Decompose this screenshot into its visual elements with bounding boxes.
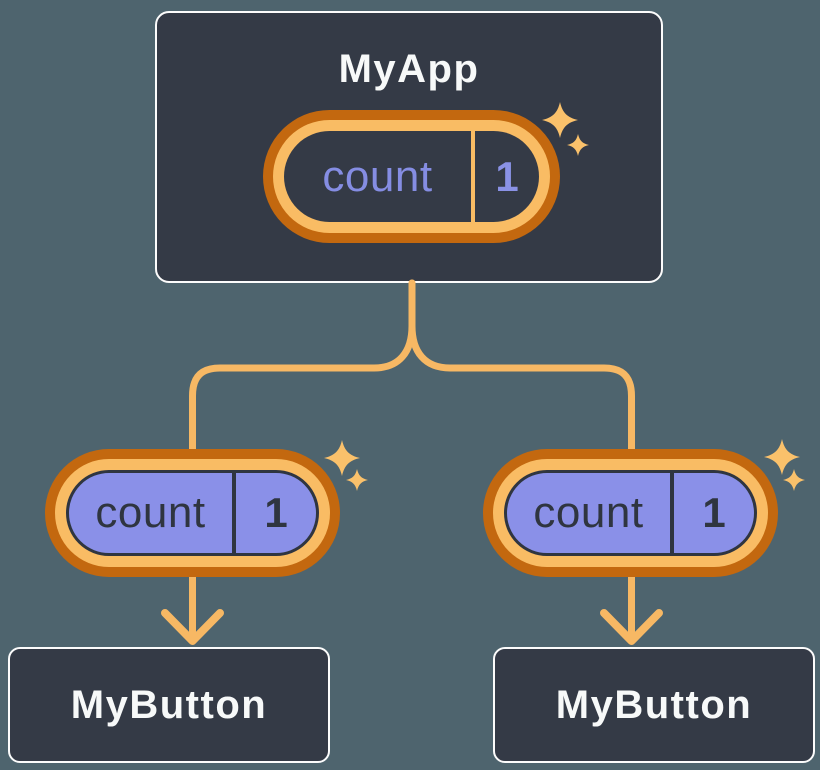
node-mybutton-right-title: MyButton xyxy=(555,682,753,727)
state-pill-divider xyxy=(670,473,674,553)
state-pill-left-core: count 1 xyxy=(66,470,319,556)
node-mybutton-right: MyButton xyxy=(493,647,815,763)
sparkle-icon xyxy=(324,440,360,476)
state-pill-myapp: count 1 xyxy=(263,110,560,243)
state-value: 1 xyxy=(264,489,288,536)
node-myapp-title: MyApp xyxy=(338,46,480,91)
state-pill-right-core: count 1 xyxy=(504,470,757,556)
state-pill-divider xyxy=(471,131,475,222)
state-pill-myapp-ring: count 1 xyxy=(273,120,550,233)
state-pill-myapp-core: count 1 xyxy=(284,131,539,222)
state-label-cell: count xyxy=(284,131,471,222)
state-label: count xyxy=(322,151,433,201)
arrowhead-right-icon xyxy=(600,609,663,645)
state-value-cell: 1 xyxy=(475,131,539,222)
node-mybutton-left-title: MyButton xyxy=(70,682,268,727)
arrowhead-left-icon xyxy=(161,609,224,645)
state-label: count xyxy=(533,488,644,537)
state-label-cell: count xyxy=(507,473,670,553)
node-myapp-title-area: MyApp xyxy=(157,13,661,115)
sparkle-icon xyxy=(346,469,368,491)
state-pill-mybutton-left: count 1 xyxy=(45,449,340,577)
sparkle-icon xyxy=(764,439,800,475)
state-label: count xyxy=(95,488,206,537)
state-value-cell: 1 xyxy=(236,473,316,553)
node-mybutton-left: MyButton xyxy=(8,647,330,763)
state-pill-right-ring: count 1 xyxy=(493,459,768,567)
state-pill-left-ring: count 1 xyxy=(55,459,330,567)
state-value: 1 xyxy=(702,489,726,536)
state-label-cell: count xyxy=(69,473,232,553)
state-value-cell: 1 xyxy=(674,473,754,553)
state-pill-mybutton-right: count 1 xyxy=(483,449,778,577)
state-value: 1 xyxy=(495,152,519,200)
sparkle-icon xyxy=(783,469,805,491)
